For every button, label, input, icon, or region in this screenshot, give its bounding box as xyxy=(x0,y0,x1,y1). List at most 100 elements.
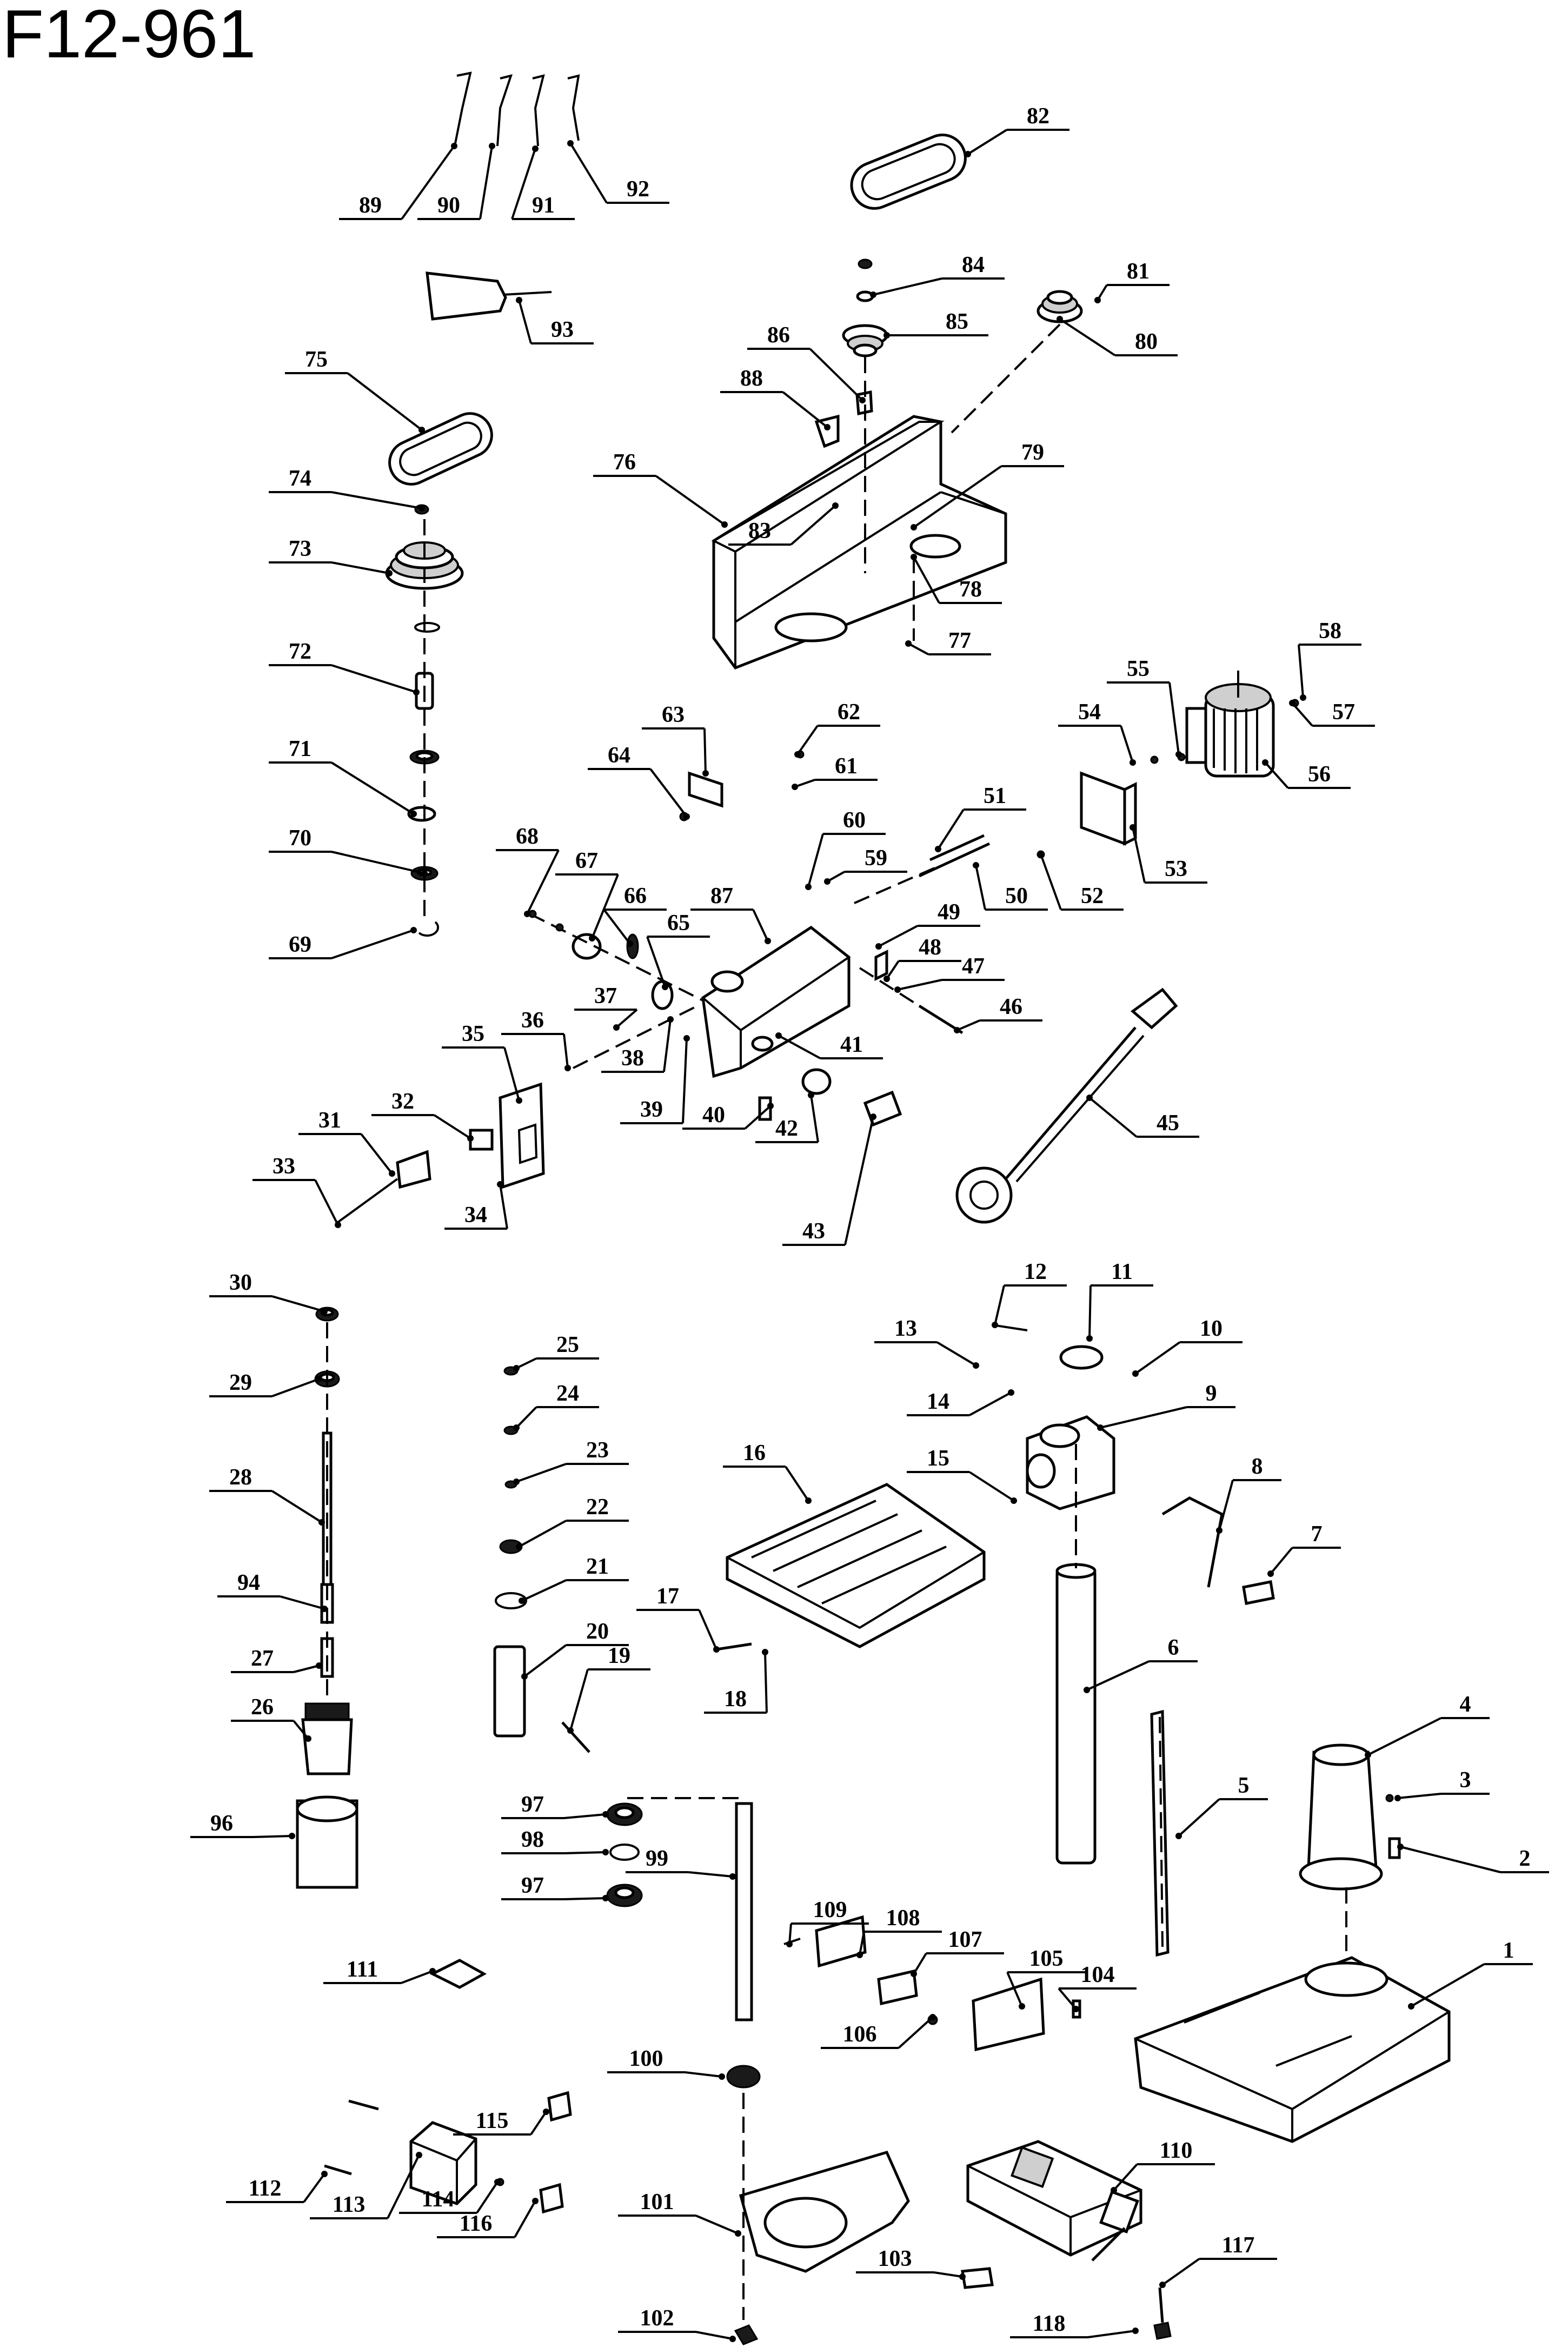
leader-arrow xyxy=(883,332,890,339)
leader-line xyxy=(908,642,929,655)
part-callout-87: 87 xyxy=(690,884,771,944)
leader-line xyxy=(873,277,942,296)
drill-vise xyxy=(966,2140,1142,2262)
part-number-label: 59 xyxy=(865,846,887,871)
leader-line xyxy=(1088,1097,1138,1138)
part-callout-115: 115 xyxy=(453,2109,549,2136)
part-callout-27: 27 xyxy=(231,1646,322,1673)
leader-arrow xyxy=(1132,1370,1139,1377)
part-number-label: 101 xyxy=(640,2190,674,2215)
leader-arrow xyxy=(1408,2003,1414,2010)
leader-arrow xyxy=(413,689,420,695)
leader-line xyxy=(515,1406,537,1429)
leader-arrow xyxy=(1019,2003,1025,2010)
leader-arrow xyxy=(767,1103,774,1109)
part-callout-68: 68 xyxy=(496,824,560,917)
table-bracket xyxy=(992,1324,1115,1510)
part-number-label: 116 xyxy=(460,2211,493,2236)
part-number-label: 47 xyxy=(962,954,985,979)
leader-arrow xyxy=(775,1032,782,1039)
part-number-label: 11 xyxy=(1111,1259,1133,1284)
leader-arrow xyxy=(305,1735,311,1742)
part-callout-84: 84 xyxy=(870,253,1005,298)
part-number-label: 91 xyxy=(532,193,555,218)
leader-line xyxy=(1088,1285,1092,1339)
part-number-label: 103 xyxy=(878,2246,912,2271)
part-number-label: 97 xyxy=(521,1873,544,1898)
part-number-label: 56 xyxy=(1308,762,1331,787)
column-base xyxy=(1299,1743,1401,1952)
leader-arrow xyxy=(721,521,728,528)
part-callout-82: 82 xyxy=(965,104,1069,157)
part-callout-4: 4 xyxy=(1365,1692,1490,1758)
leader-line xyxy=(1298,644,1304,698)
leader-line xyxy=(331,491,422,509)
chuck-key xyxy=(426,271,552,321)
part-callout-97: 97 xyxy=(501,1873,609,1901)
part-callout-66: 66 xyxy=(603,884,667,947)
part-callout-58: 58 xyxy=(1298,619,1361,701)
leader-line xyxy=(695,2215,739,2235)
part-number-label: 76 xyxy=(613,450,636,475)
leader-arrow xyxy=(662,984,668,990)
leader-arrow xyxy=(1130,824,1136,831)
part-number-label: 18 xyxy=(724,1687,747,1712)
leader-arrow xyxy=(805,1497,812,1504)
part-number-label: 34 xyxy=(464,1203,487,1228)
part-number-label: 55 xyxy=(1127,657,1150,681)
part-number-label: 80 xyxy=(1135,329,1158,354)
part-number-label: 6 xyxy=(1168,1635,1179,1660)
motor-bracket xyxy=(1080,771,1137,846)
leader-arrow xyxy=(532,2198,539,2204)
motor xyxy=(1185,671,1275,778)
part-number-label: 25 xyxy=(556,1332,579,1357)
part-callout-31: 31 xyxy=(298,1108,395,1177)
leader-line xyxy=(401,145,455,220)
part-number-label: 87 xyxy=(710,884,733,909)
part-callout-112: 112 xyxy=(226,2171,328,2203)
part-number-label: 67 xyxy=(575,848,598,873)
leader-arrow xyxy=(894,986,901,993)
leader-line xyxy=(859,1931,865,1955)
part-callout-100: 100 xyxy=(607,2046,725,2080)
part-number-label: 30 xyxy=(229,1270,252,1295)
part-number-label: 1 xyxy=(1503,1938,1514,1963)
leader-line xyxy=(1120,725,1134,763)
leader-line xyxy=(1218,1480,1234,1531)
part-number-label: 35 xyxy=(462,1022,484,1046)
leader-arrow xyxy=(627,940,633,947)
leader-arrow xyxy=(824,424,830,430)
part-number-label: 77 xyxy=(948,628,971,653)
part-callout-3: 3 xyxy=(1394,1768,1490,1801)
leader-arrow xyxy=(489,143,495,149)
leader-arrow xyxy=(421,870,428,877)
leader-arrow xyxy=(729,1873,736,1880)
part-number-label: 10 xyxy=(1200,1316,1222,1341)
leader-arrow xyxy=(1111,2187,1117,2193)
base xyxy=(1134,1956,1451,2143)
leader-arrow xyxy=(1084,1687,1090,1693)
head-casting xyxy=(701,925,851,1078)
leader-arrow xyxy=(429,1968,436,1974)
part-callout-46: 46 xyxy=(954,995,1042,1033)
leader-arrow xyxy=(416,2152,422,2158)
leader-arrow xyxy=(564,1065,571,1071)
part-callout-80: 80 xyxy=(1057,316,1178,356)
leader-arrow xyxy=(494,2179,501,2185)
leader-line xyxy=(479,145,493,220)
part-number-label: 41 xyxy=(840,1032,863,1057)
part-callout-107: 107 xyxy=(911,1927,1004,1977)
leader-line xyxy=(1100,1406,1187,1429)
small-parts-112-116 xyxy=(324,2091,572,2214)
rack xyxy=(1150,1709,1170,1957)
part-callout-70: 70 xyxy=(269,826,428,877)
leader-arrow xyxy=(1262,759,1268,766)
leader-arrow xyxy=(497,1181,503,1188)
leader-arrow xyxy=(589,935,595,942)
shafts-50-51 xyxy=(854,834,991,904)
part-callout-42: 42 xyxy=(755,1092,819,1143)
leader-line xyxy=(778,1035,821,1059)
leader-arrow xyxy=(667,1016,674,1023)
leader-arrow xyxy=(805,884,812,890)
